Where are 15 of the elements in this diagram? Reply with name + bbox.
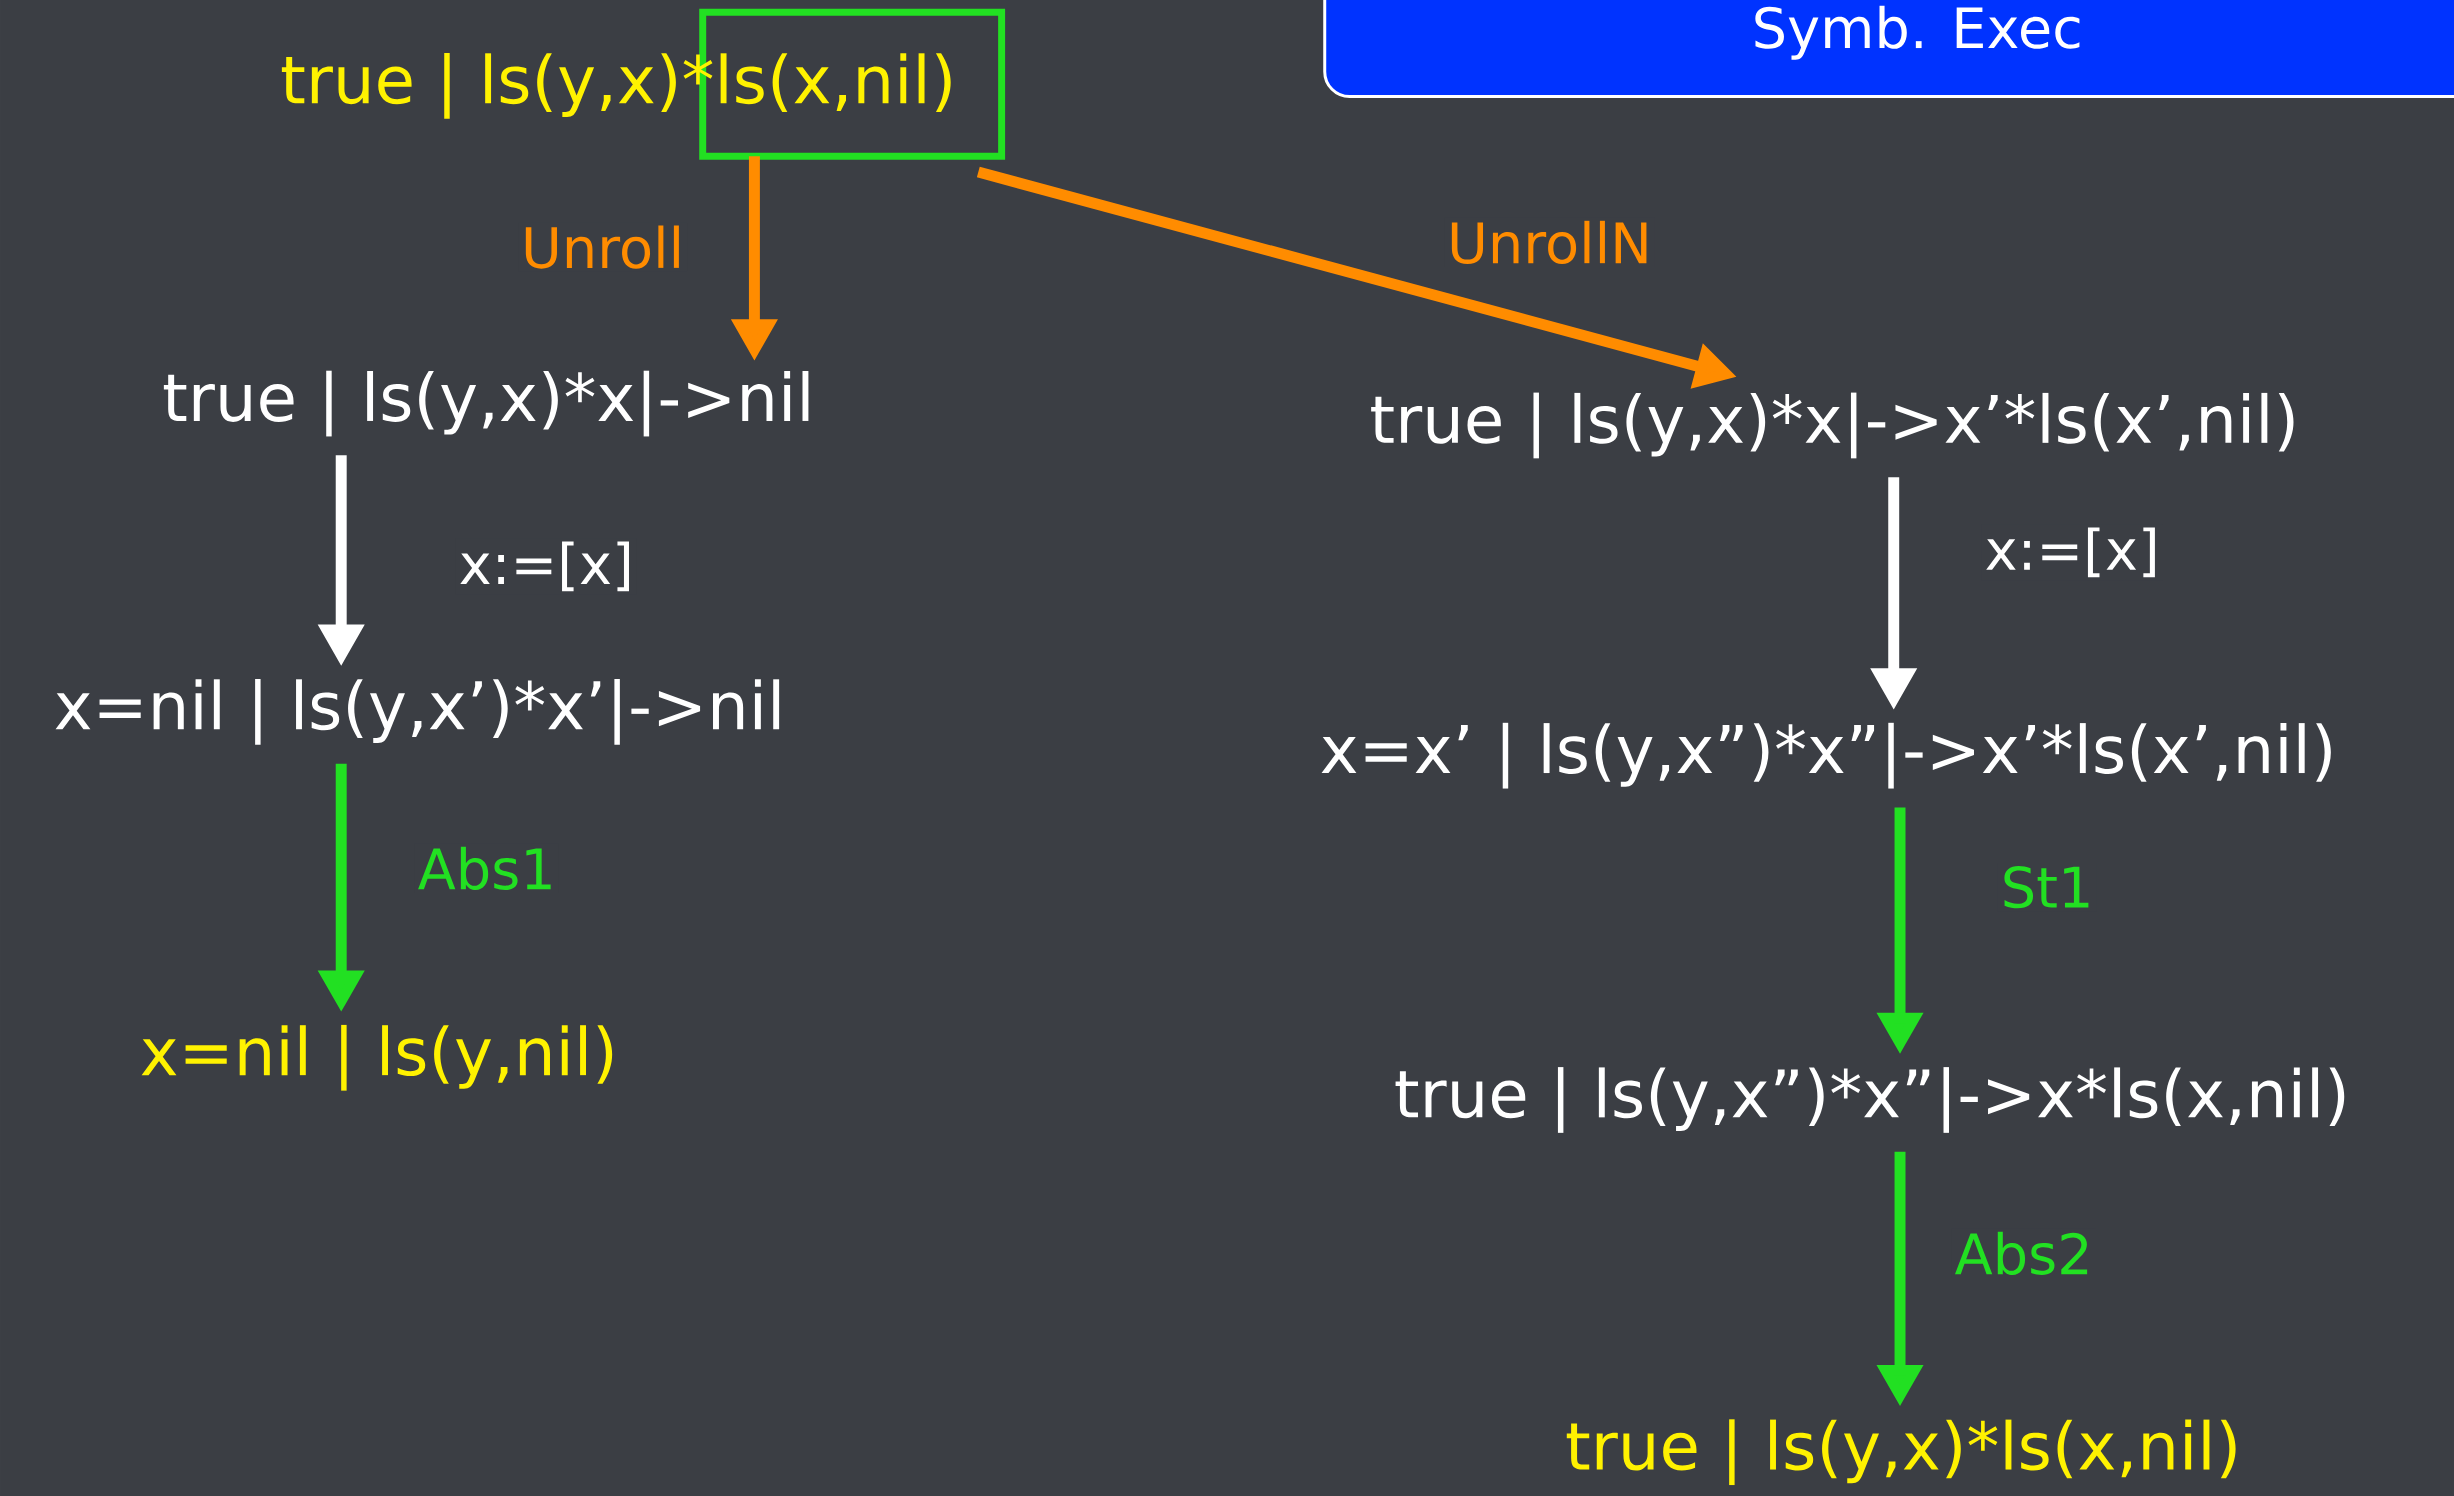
formula-text: x=x’ | ls(y,x”)*x”|->x’*ls(x’,nil) xyxy=(1321,722,2331,789)
formula-text: true | ls(y,x)*x|->nil xyxy=(163,370,809,437)
edge-label: Unroll xyxy=(518,222,688,272)
formula-text: true | ls(y,x)*x|->x’*ls(x’,nil) xyxy=(1371,392,2294,459)
edge-label: x:=[x] xyxy=(455,538,637,595)
formula-text: x=nil | ls(y,nil) xyxy=(141,1024,613,1091)
formula-text: true | ls(y,x)*ls(x,nil) xyxy=(1566,1419,2236,1486)
edge-label: Abs1 xyxy=(414,843,559,893)
formula-text: x=nil | ls(y,x’)*x’|->nil xyxy=(55,679,780,745)
edge-label: Abs2 xyxy=(1951,1228,2096,1278)
title-banner: Symb. Exec xyxy=(1323,0,2454,99)
edge-label: x:=[x] xyxy=(1981,524,2163,581)
edge-label: St1 xyxy=(1997,863,2097,912)
edge-label: UnrollN xyxy=(1444,217,1655,267)
formula-text: true | ls(y,x”)*x”|->x*ls(x,nil) xyxy=(1395,1067,2345,1133)
